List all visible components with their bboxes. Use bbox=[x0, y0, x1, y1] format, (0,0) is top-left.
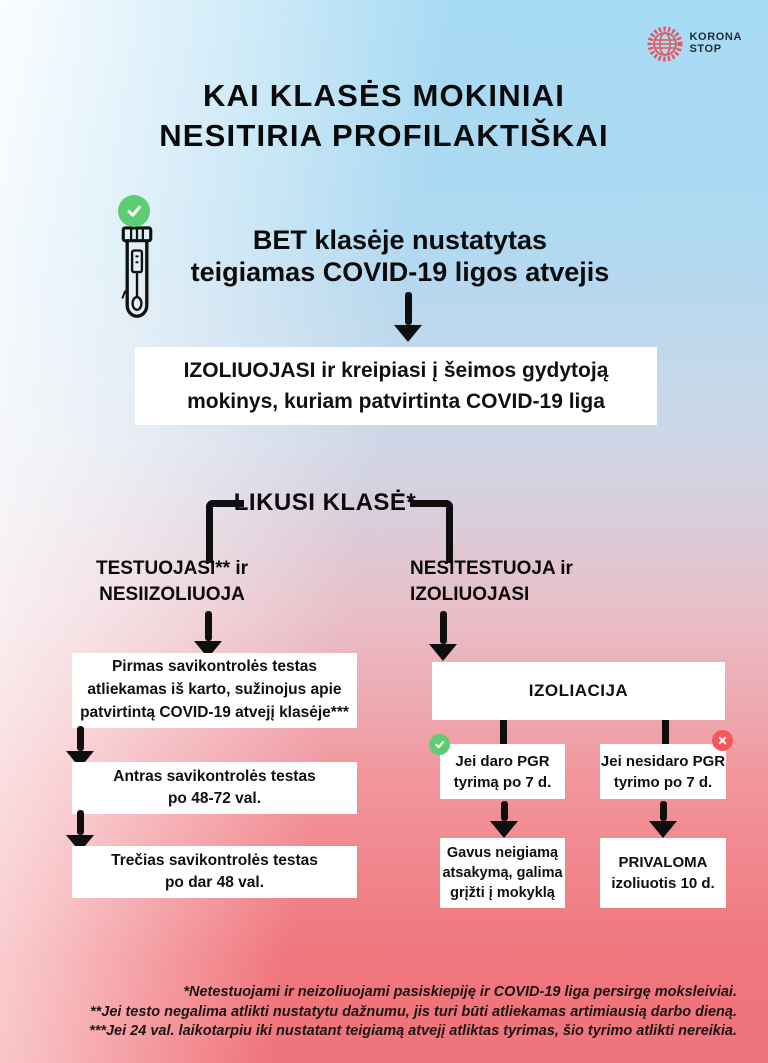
connector-line bbox=[662, 720, 669, 745]
third-test-line1: Trečias savikontrolės testas bbox=[111, 851, 318, 869]
third-test-box: Trečias savikontrolės testas po dar 48 v… bbox=[72, 846, 357, 898]
branch-no-testing-line2: IZOLIUOJASI bbox=[410, 583, 530, 605]
logo-line2: STOP bbox=[689, 43, 722, 55]
korona-stop-logo: KORONA STOP bbox=[647, 26, 743, 62]
check-icon bbox=[118, 195, 150, 227]
branch-heading-testing: TESTUOJASI** ir NESIIZOLIUOJA bbox=[72, 556, 272, 607]
isolation-notice-line1: IZOLIUOJASI ir kreipiasi į šeimos gydyto… bbox=[183, 358, 609, 382]
pcr-yes-line2: tyrimą po 7 d. bbox=[453, 773, 552, 791]
down-arrow bbox=[490, 801, 518, 838]
case-heading-line2: teigiamas COVID-19 ligos atvejis bbox=[190, 256, 610, 287]
footnote-1: *Netestuojami ir neizoliuojami pasiskiep… bbox=[183, 984, 737, 1000]
return-line2: atsakymą, galima bbox=[442, 864, 563, 881]
bracket-line-left bbox=[206, 500, 244, 563]
down-arrow bbox=[194, 611, 222, 658]
isolation-notice-line2: mokinys, kuriam patvirtinta COVID-19 lig… bbox=[187, 390, 605, 413]
second-test-box: Antras savikontrolės testas po 48-72 val… bbox=[72, 762, 357, 814]
footnote-2: **Jei testo negalima atlikti nustatytu d… bbox=[89, 1003, 737, 1020]
footnote-3: ***Jei 24 val. laikotarpiu iki nustatant… bbox=[89, 1023, 737, 1039]
virus-icon bbox=[647, 26, 682, 62]
pcr-yes-line1: Jei daro PGR bbox=[455, 752, 550, 770]
branch-testing-line1: TESTUOJASI** ir bbox=[95, 558, 249, 579]
mandatory-line1: PRIVALOMA bbox=[618, 854, 708, 871]
logo-line1: KORONA bbox=[689, 31, 742, 44]
positive-case-heading: BET klasėje nustatytas teigiamas COVID-1… bbox=[140, 225, 660, 289]
branch-heading-no-testing: NESITESTUOJA ir IZOLIUOJASI bbox=[410, 556, 670, 607]
first-test-line3: patvirtintą COVID-19 atvejį klasėje*** bbox=[80, 703, 349, 721]
second-test-line2: po 48-72 val. bbox=[167, 790, 262, 807]
branch-no-testing-line1: NESITESTUOJA ir bbox=[410, 558, 573, 579]
check-icon bbox=[429, 734, 450, 755]
return-line3: grįžti į mokyklą bbox=[450, 885, 555, 902]
page-title: KAI KLASĖS MOKINIAI NESITIRIA PROFILAKTI… bbox=[0, 76, 768, 155]
branch-testing-line2: NESIIZOLIUOJA bbox=[99, 583, 245, 605]
down-arrow bbox=[429, 611, 457, 661]
connector-line bbox=[500, 720, 507, 745]
down-arrow bbox=[649, 801, 677, 838]
cross-icon bbox=[712, 730, 733, 751]
mandatory-line2: izoliuotis 10 d. bbox=[611, 875, 715, 892]
mandatory-isolation-box: PRIVALOMA izoliuotis 10 d. bbox=[600, 838, 726, 908]
down-arrow bbox=[394, 292, 422, 342]
isolation-title: IZOLIACIJA bbox=[528, 680, 629, 700]
page-title-line1: KAI KLASĖS MOKINIAI bbox=[202, 78, 566, 113]
bracket-line-right bbox=[410, 500, 453, 563]
return-to-school-box: Gavus neigiamą atsakymą, galima grįžti į… bbox=[440, 838, 565, 908]
logo-wordmark: KORONA STOP bbox=[690, 32, 743, 55]
test-tube-swab-icon bbox=[119, 226, 155, 329]
first-test-box: Pirmas savikontrolės testas atliekamas i… bbox=[72, 653, 357, 728]
footnotes: *Netestuojami ir neizoliuojami pasiskiep… bbox=[89, 983, 737, 1042]
first-test-line1: Pirmas savikontrolės testas bbox=[111, 658, 318, 676]
isolation-title-box: IZOLIACIJA bbox=[432, 662, 725, 720]
page-title-line2: NESITIRIA PROFILAKTIŠKAI bbox=[159, 117, 609, 153]
case-heading-line1: BET klasėje nustatytas bbox=[252, 225, 548, 255]
rest-of-class-label: LIKUSI KLASĖ* bbox=[233, 489, 417, 516]
first-test-line2: atliekamas iš karto, sužinojus apie bbox=[87, 681, 342, 699]
pcr-yes-box: Jei daro PGR tyrimą po 7 d. bbox=[440, 744, 565, 799]
third-test-line2: po dar 48 val. bbox=[164, 874, 265, 891]
second-test-line1: Antras savikontrolės testas bbox=[113, 767, 316, 785]
pcr-no-line2: tyrimo po 7 d. bbox=[613, 773, 713, 791]
isolation-notice-box: IZOLIUOJASI ir kreipiasi į šeimos gydyto… bbox=[135, 347, 657, 425]
pcr-no-line1: Jei nesidaro PGR bbox=[600, 752, 726, 770]
return-line1: Gavus neigiamą bbox=[446, 844, 559, 861]
pcr-no-box: Jei nesidaro PGR tyrimo po 7 d. bbox=[600, 744, 726, 799]
